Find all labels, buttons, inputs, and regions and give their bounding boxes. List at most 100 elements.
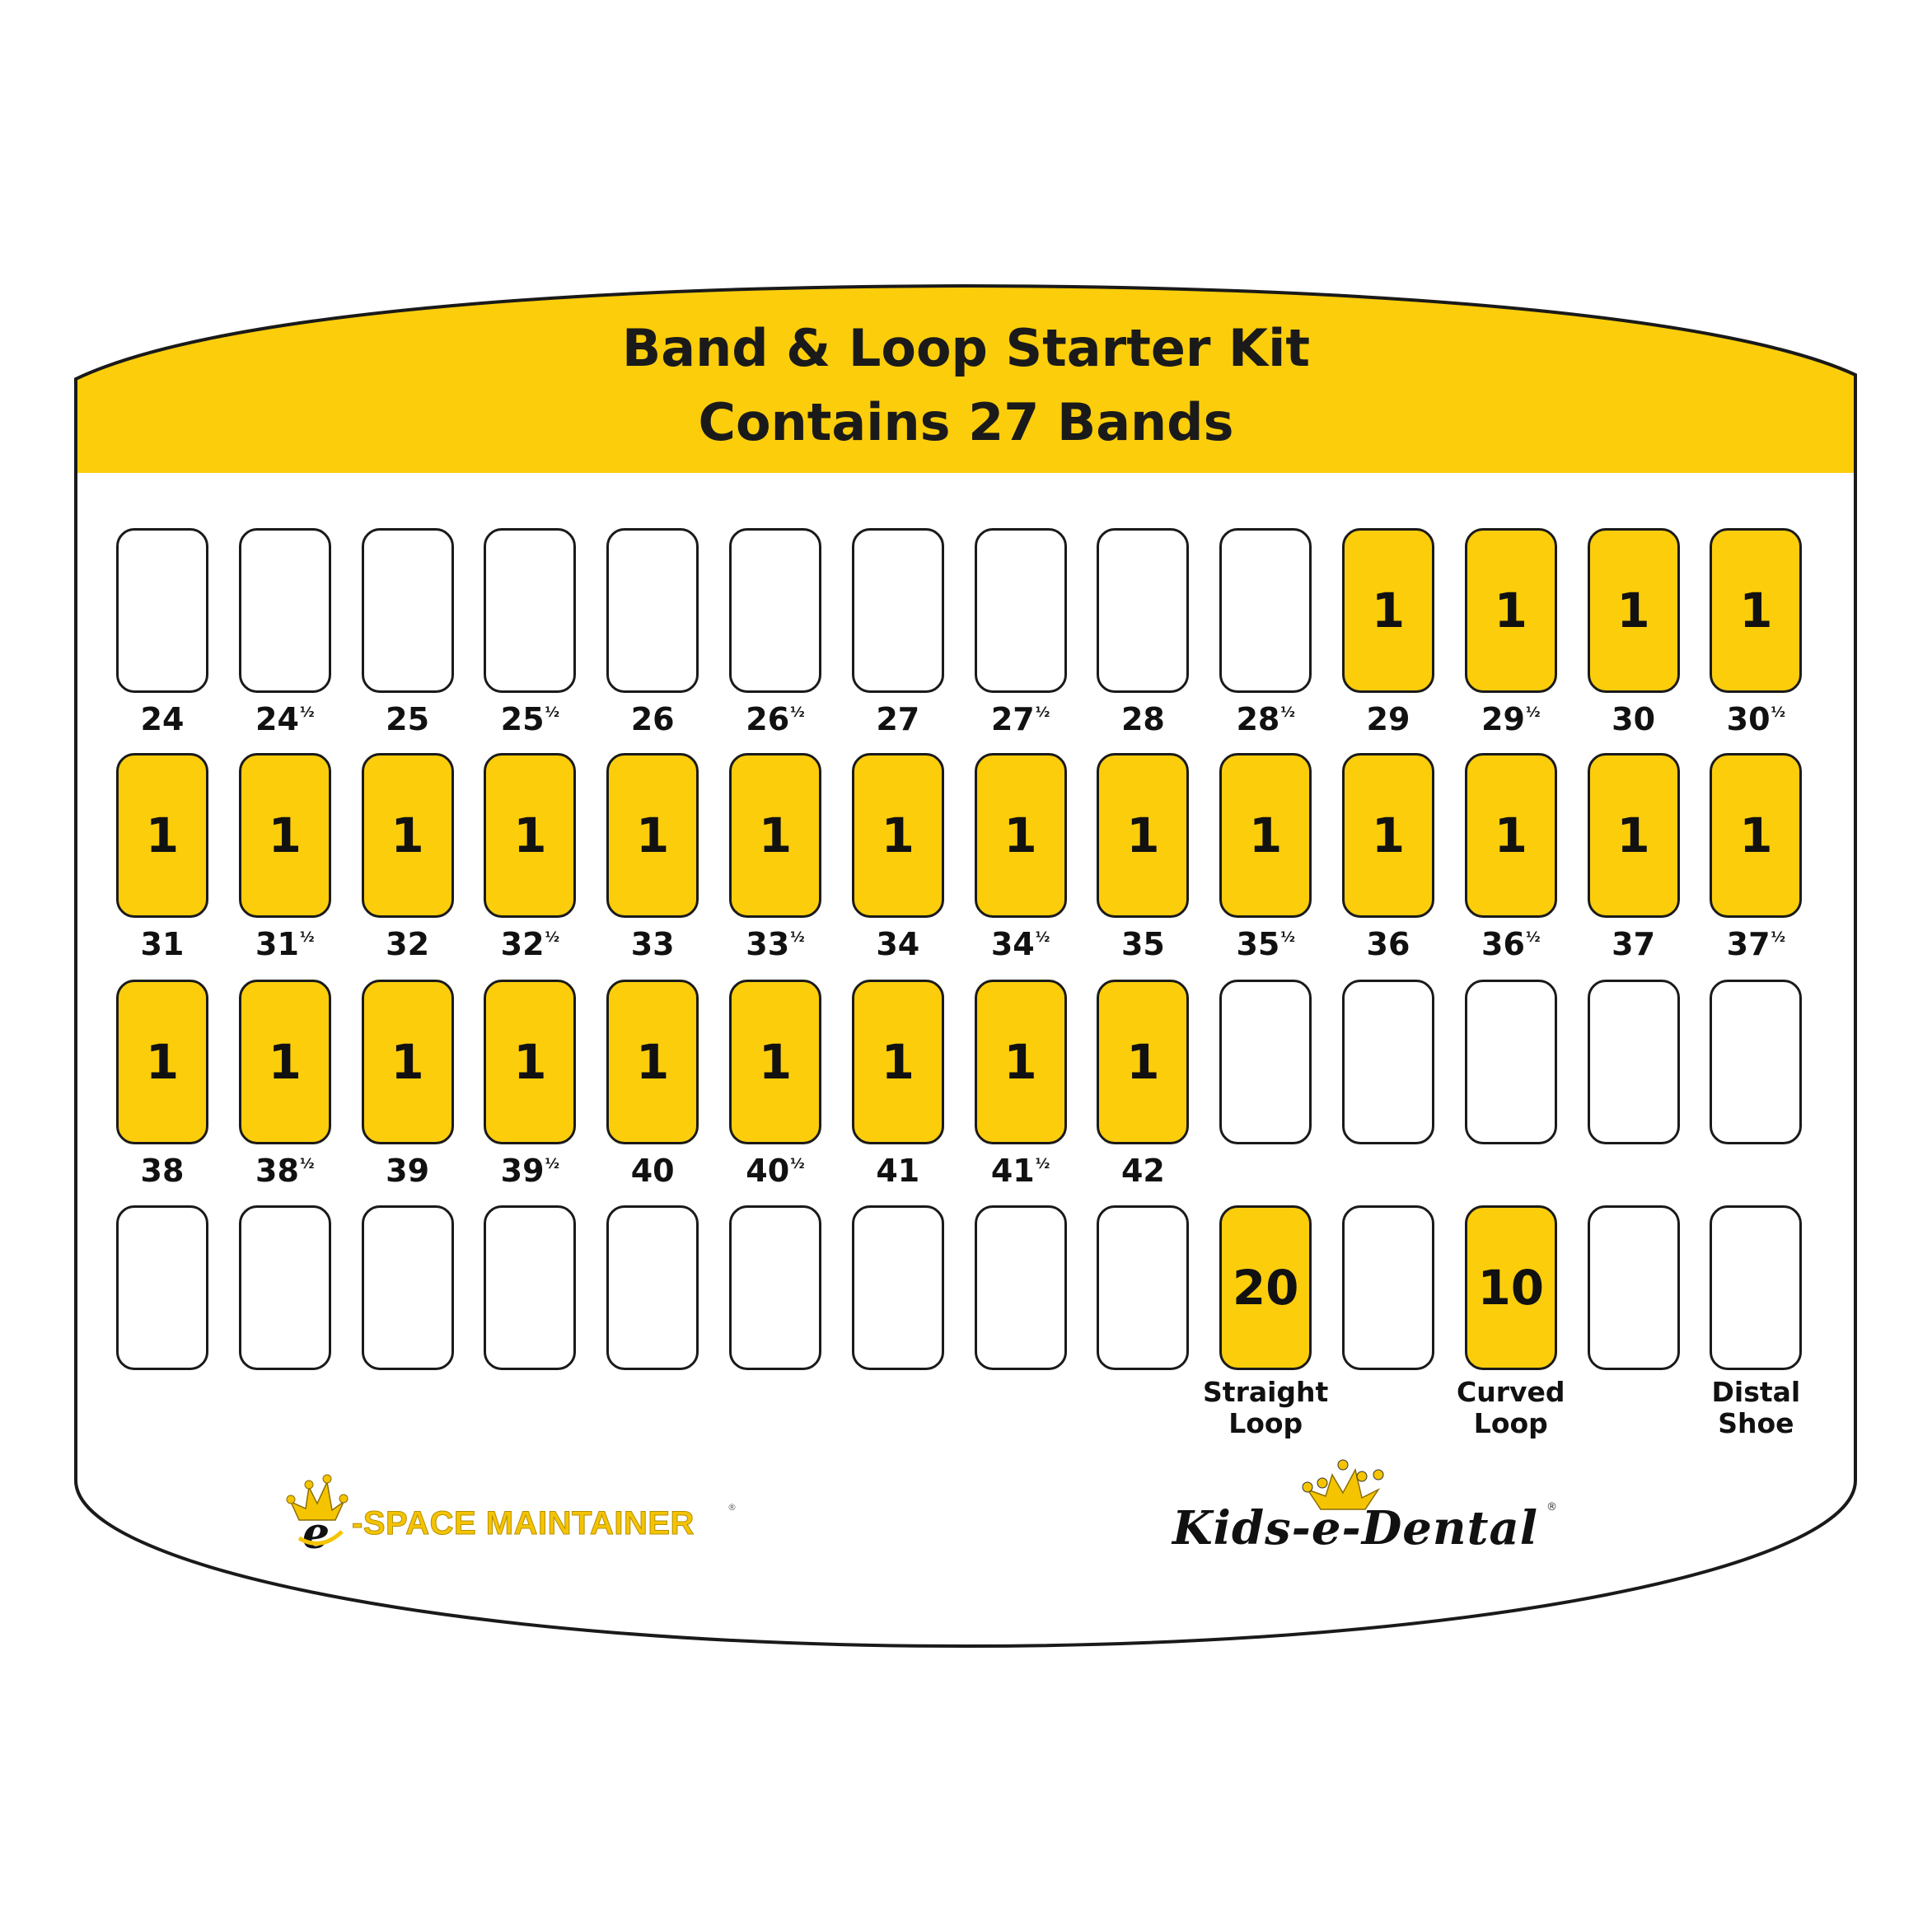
slot-quantity: 1 (391, 1034, 424, 1090)
band-size-label: 25½ (468, 703, 592, 742)
loop-type-label-line: Distal (1711, 1376, 1801, 1408)
band-size-label: 42 (1081, 1154, 1205, 1187)
size-number: 33 (746, 926, 790, 962)
half-size-mark: ½ (299, 1156, 315, 1172)
size-number: 31 (140, 926, 185, 962)
band-size-label: 30½ (1694, 703, 1817, 742)
half-size-mark: ½ (1771, 704, 1786, 721)
band-size-label: 27 (836, 703, 960, 736)
band-slot: 1 (1342, 528, 1434, 693)
band-slot: 1 (851, 980, 944, 1144)
band-slot (1710, 980, 1803, 1144)
size-number: 25 (386, 701, 430, 737)
kids-e-dental-text: Kids-e-Dental (1172, 1501, 1539, 1555)
band-slot (1710, 1205, 1803, 1370)
crown-icon (1302, 1459, 1384, 1510)
size-number: 35 (1236, 926, 1280, 962)
slot-quantity: 1 (1739, 582, 1773, 639)
half-size-mark: ½ (1525, 929, 1541, 946)
size-number: 28 (1120, 701, 1165, 737)
size-number: 39 (500, 1153, 545, 1189)
size-number: 39 (386, 1153, 430, 1189)
size-number: 25 (500, 701, 545, 737)
size-number: 41 (876, 1153, 920, 1189)
band-size-label: 41 (836, 1154, 960, 1187)
half-size-mark: ½ (790, 1156, 805, 1172)
size-number: 28 (1236, 701, 1280, 737)
band-slot: 1 (116, 980, 208, 1144)
band-slot (606, 1205, 699, 1370)
size-number: 40 (630, 1153, 675, 1189)
band-slot (361, 528, 454, 693)
band-size-label: 33½ (713, 928, 837, 967)
band-slot: 1 (1097, 753, 1190, 918)
band-slot: 1 (974, 753, 1067, 918)
size-number: 29 (1481, 701, 1525, 737)
band-slot (1097, 1205, 1190, 1370)
band-size-label: 26½ (713, 703, 837, 742)
band-size-label: 29½ (1449, 703, 1573, 742)
slot-quantity: 1 (268, 1034, 302, 1090)
band-size-label: 25 (346, 703, 470, 736)
slot-quantity: 1 (758, 807, 793, 863)
band-size-label: 24 (101, 703, 224, 736)
slot-quantity: 10 (1477, 1260, 1545, 1316)
loop-type-label-line: Loop (1228, 1407, 1303, 1439)
kit-subtitle-band-count: Contains 27 Bands (698, 392, 1234, 452)
slot-quantity: 1 (1616, 582, 1650, 639)
band-slot: 1 (1464, 753, 1557, 918)
slot-quantity: 1 (268, 807, 302, 863)
band-slot (238, 528, 331, 693)
half-size-mark: ½ (545, 704, 560, 721)
half-size-mark: ½ (1280, 929, 1295, 946)
band-slot: 1 (606, 753, 699, 918)
size-number: 36 (1481, 926, 1525, 962)
loop-type-label-line: Curved (1457, 1376, 1565, 1408)
band-slot (974, 1205, 1067, 1370)
band-slot (1342, 980, 1434, 1144)
half-size-mark: ½ (545, 1156, 560, 1172)
band-size-label: 28½ (1204, 703, 1327, 742)
size-number: 36 (1366, 926, 1410, 962)
band-slot (1219, 528, 1312, 693)
size-number: 38 (140, 1153, 185, 1189)
band-size-label: 40 (591, 1154, 714, 1187)
band-slot: 1 (1587, 528, 1680, 693)
e-space-maintainer-text: -SPACE MAINTAINER (352, 1505, 695, 1542)
size-number: 31 (255, 926, 299, 962)
size-number: 41 (990, 1153, 1035, 1189)
e-space-maintainer-logo: e -SPACE MAINTAINER ® (284, 1462, 746, 1553)
slot-quantity: 1 (1616, 807, 1650, 863)
slot-quantity: 1 (1739, 807, 1773, 863)
band-slot: 1 (974, 980, 1067, 1144)
band-slot: 1 (361, 753, 454, 918)
loop-type-label-line: Loop (1473, 1407, 1548, 1439)
band-slot: 1 (606, 980, 699, 1144)
band-slot: 1 (1710, 753, 1803, 918)
slot-quantity: 1 (1371, 582, 1406, 639)
size-number: 37 (1726, 926, 1771, 962)
slot-quantity: 1 (1126, 807, 1160, 863)
band-slot (484, 528, 577, 693)
size-number: 34 (876, 926, 920, 962)
slot-quantity: 1 (145, 1034, 180, 1090)
half-size-mark: ½ (1771, 929, 1786, 946)
slot-quantity: 1 (758, 1034, 793, 1090)
slot-quantity: 1 (1003, 1034, 1037, 1090)
slot-quantity: 1 (881, 1034, 915, 1090)
band-slot (116, 528, 208, 693)
size-number: 38 (255, 1153, 299, 1189)
svg-text:e: e (302, 1509, 330, 1553)
slot-quantity: 1 (1371, 807, 1406, 863)
band-slot: 1 (1097, 980, 1190, 1144)
crown-e-icon: e (286, 1474, 349, 1553)
band-size-label: 37 (1572, 928, 1696, 961)
band-slot: 1 (238, 753, 331, 918)
band-slot: 1 (1342, 753, 1434, 918)
size-number: 30 (1612, 701, 1656, 737)
size-number: 33 (630, 926, 675, 962)
band-slot (851, 528, 944, 693)
band-slot (974, 528, 1067, 693)
